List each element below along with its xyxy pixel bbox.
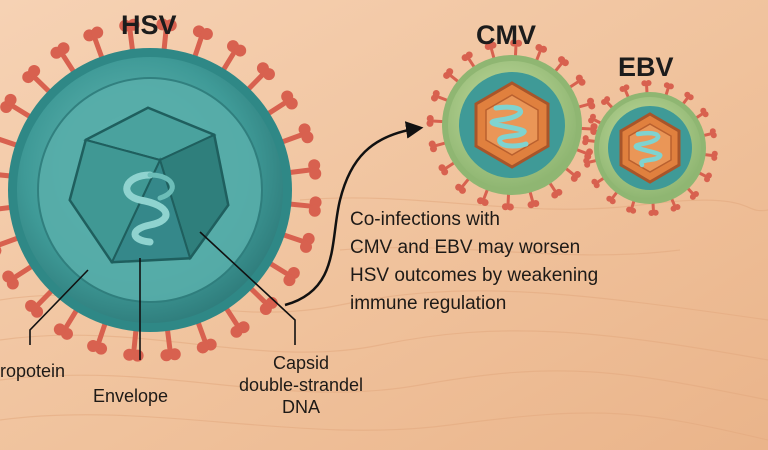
spike-head [606, 195, 613, 202]
spike-head [489, 41, 497, 49]
spike-head [648, 210, 655, 217]
spike-head [570, 174, 578, 182]
spike-head [590, 128, 598, 136]
spike-head [446, 68, 454, 76]
spike-head [438, 164, 446, 172]
spike-head [561, 59, 569, 67]
capsid-label-line-1: Capsid [272, 353, 330, 373]
caption-line-3: HSV outcomes by weakening [350, 265, 599, 286]
spike-head [308, 204, 321, 217]
capsid-label-line-2: double-strandel [238, 375, 364, 395]
spike-head [704, 176, 711, 183]
spike-head [604, 96, 611, 103]
caption-line-4: immune regulation [350, 293, 507, 314]
spike-head [262, 68, 275, 81]
spike-head [28, 65, 41, 78]
spike-head [589, 113, 596, 120]
spike-head [196, 341, 209, 354]
spike-head [588, 102, 596, 110]
spike-head [0, 246, 2, 255]
spike-head [527, 201, 535, 209]
spike-head [626, 206, 633, 213]
spike-head [285, 97, 298, 110]
spike-head [53, 323, 66, 336]
spike-head [711, 154, 718, 161]
spike-head [300, 240, 313, 253]
spike-head [710, 132, 717, 139]
spike-head [645, 79, 652, 86]
spike-head [465, 51, 473, 59]
caption-line-1: Co-infections with [350, 209, 500, 230]
spike-head [426, 114, 434, 122]
ebv-title: EBV [618, 52, 674, 82]
spike-head [582, 135, 589, 142]
spike-head [578, 78, 586, 86]
spike-head [455, 183, 463, 191]
spike-head [200, 27, 213, 40]
spike-head [160, 349, 173, 362]
hsv-dna-coil [123, 171, 175, 246]
spike-head [2, 270, 15, 283]
spike-head [25, 299, 38, 312]
spike-head [4, 93, 17, 106]
spike-head [432, 90, 440, 98]
spike-head [539, 45, 547, 53]
caption-line-2: CMV and EBV may worsen [350, 237, 581, 258]
cmv-dna-coil [489, 104, 529, 149]
spike-head [515, 39, 523, 47]
spike-head [501, 203, 509, 211]
hsv-title: HSV [121, 10, 177, 40]
spike-head [259, 302, 272, 315]
spike-head [91, 26, 104, 39]
cmv-title: CMV [476, 20, 536, 50]
spike-head [283, 274, 296, 287]
spike-head [689, 193, 696, 200]
spike-head [309, 167, 322, 180]
capsid-label-line-3: DNA [281, 397, 320, 417]
spike-head [702, 111, 709, 118]
label-leader-lines [29, 231, 296, 360]
spike-head [57, 42, 70, 55]
coinfection-arrow [284, 121, 424, 307]
spike-head [591, 178, 598, 185]
spike-head [667, 83, 674, 90]
spike-head [234, 44, 247, 57]
spike-head [583, 157, 590, 164]
spike-head [127, 18, 140, 31]
coinfection-caption: Co-infections with CMV and EBV may worse… [350, 206, 598, 318]
spike-head [164, 19, 177, 32]
spike-head [123, 348, 136, 361]
spike-head [301, 131, 314, 144]
glycoprotein-label: rropotein [0, 361, 66, 381]
ebv-dna-coil [633, 130, 663, 168]
spike-head [230, 325, 243, 338]
spike-head [670, 205, 677, 212]
spike-head [87, 340, 100, 353]
envelope-label: Envelope [93, 386, 169, 406]
spike-head [428, 140, 436, 148]
capsid-label: Capsid double-strandel DNA [235, 352, 367, 418]
spike-head [623, 84, 630, 91]
hsv-capsid [68, 106, 230, 265]
spike-head [551, 191, 559, 199]
spike-head [687, 94, 694, 101]
spike-head [477, 197, 485, 205]
